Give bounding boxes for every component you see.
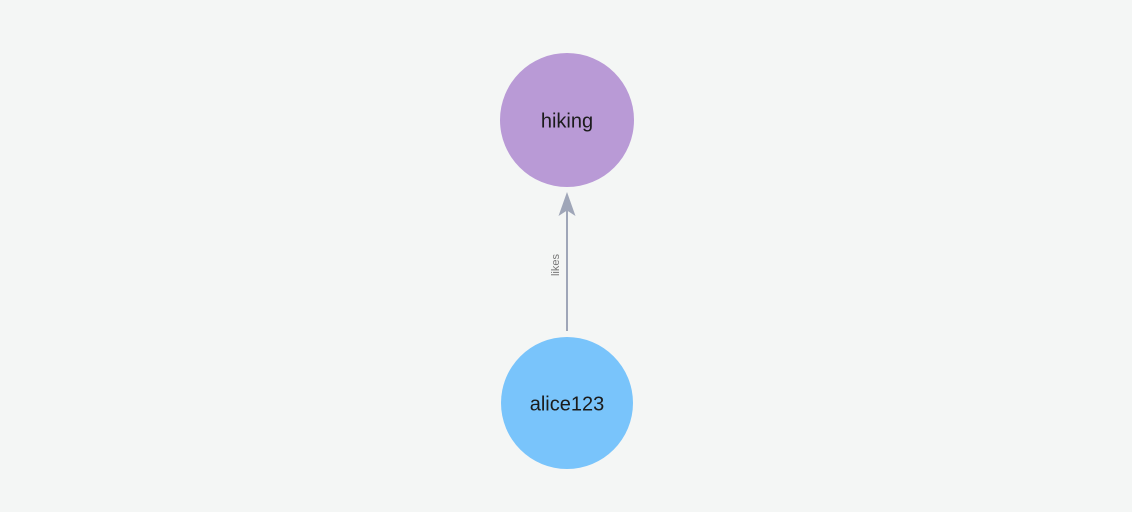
edge-arrowhead-icon (558, 192, 576, 216)
graph-edge-alice123-likes-hiking[interactable]: likes (550, 192, 576, 331)
graph-node-hiking[interactable]: hiking (500, 53, 634, 187)
edge-label-likes: likes (550, 254, 562, 277)
node-circle-alice123[interactable] (501, 337, 633, 469)
node-label-alice123: alice123 (530, 393, 605, 415)
node-label-hiking: hiking (541, 110, 593, 132)
graph-node-alice123[interactable]: alice123 (501, 337, 633, 469)
node-circle-hiking[interactable] (500, 53, 634, 187)
